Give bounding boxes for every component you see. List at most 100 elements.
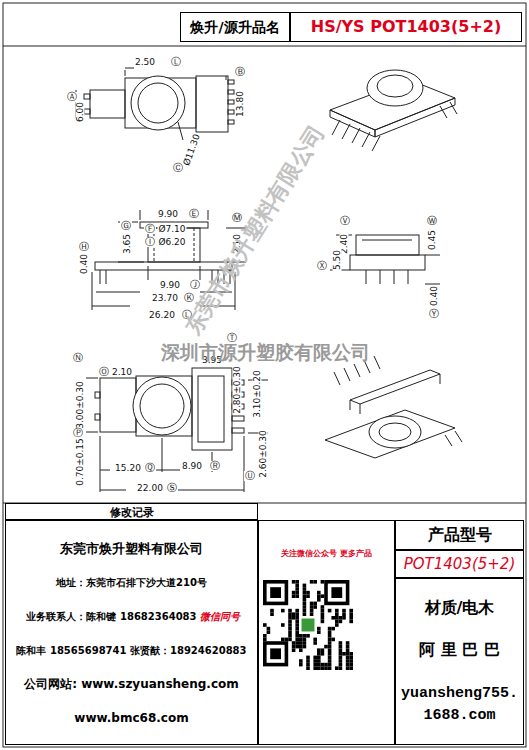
table-cell: 关注微信公众号 更多产品 (258, 520, 395, 745)
callout-letter: Ⓣ (226, 333, 238, 343)
cell-text: 微信同号 (200, 611, 240, 622)
qr-module (346, 645, 350, 649)
qr-module (321, 648, 325, 652)
qr-module (328, 630, 332, 634)
qr-module (321, 666, 325, 670)
qr-module (321, 652, 325, 656)
qr-module (295, 645, 299, 649)
qr-module (349, 666, 353, 670)
qr-module (281, 638, 285, 642)
qr-module (349, 656, 353, 660)
qr-module (288, 609, 292, 613)
frame-line (3, 46, 526, 47)
qr-module (295, 609, 299, 613)
qr-module (339, 666, 343, 670)
qr-module (335, 616, 339, 620)
text-line: HS/YS POT1403(5+2) (311, 17, 502, 38)
callout-letter: Ⓞ (98, 367, 110, 377)
text-line: 修改记录 (110, 501, 154, 522)
qr-module (313, 605, 317, 609)
text-line: POT1403(5+2) (404, 554, 516, 575)
qr-module (292, 616, 296, 620)
dimension-label: Ø11.30 (182, 132, 202, 168)
qr-module (331, 627, 335, 631)
callout-letter: Ⓙ (189, 280, 201, 290)
qr-module (331, 616, 335, 620)
qr-module (263, 634, 267, 638)
qr-module (299, 645, 303, 649)
qr-module (328, 663, 332, 667)
qr-module (313, 659, 317, 663)
text-line: 焕升/源升品名 (190, 17, 279, 38)
table-cell: 材质/电木阿 里 巴 巴yuansheng755. 1688.com (395, 578, 524, 745)
qr-module (281, 609, 285, 613)
table-cell: HS/YS POT1403(5+2) (290, 12, 522, 42)
qr-module (288, 616, 292, 620)
qr-module (339, 663, 343, 667)
qr-module (299, 638, 303, 642)
cell-text: yuansheng755. 1688.com (401, 685, 518, 724)
qr-module (288, 620, 292, 624)
qr-module (270, 612, 274, 616)
qr-module (313, 580, 317, 584)
qr-module (317, 656, 321, 660)
qr-module (313, 663, 317, 667)
qr-module (342, 612, 346, 616)
qr-module (313, 656, 317, 660)
top-view (76, 68, 234, 140)
qr-module (288, 627, 292, 631)
qr-module (328, 584, 346, 602)
qr-module (263, 623, 267, 627)
qr-module (324, 580, 349, 605)
cell-text: 修改记录 (110, 506, 154, 519)
qr-module (288, 638, 292, 642)
qr-module (306, 591, 310, 595)
qr-module (270, 609, 274, 613)
qr-module (299, 641, 303, 645)
qr-module (339, 659, 343, 663)
qr-module (349, 620, 353, 624)
qr-module (339, 652, 343, 656)
qr-module (303, 634, 307, 638)
qr-module (317, 598, 321, 602)
cell-text: 关注微信公众号 更多产品 (281, 549, 372, 558)
text-line: 业务联系人：陈和键 18682364083微信同号 (23, 605, 239, 626)
callout-letter: Ⓛ (170, 57, 182, 67)
dimension-label: 9.90 (159, 281, 181, 290)
qr-module (349, 609, 353, 613)
qr-module (328, 638, 332, 642)
text-line: 东莞市焕升塑料有限公司 (60, 538, 203, 559)
qr-module (302, 619, 315, 632)
watermark: 东莞市焕升塑料有限公司 (181, 121, 329, 340)
qr-module (339, 656, 343, 660)
qr-module (328, 609, 332, 613)
qr-module (292, 591, 296, 595)
qr-module (335, 623, 339, 627)
qr-module (335, 609, 339, 613)
qr-module (346, 666, 350, 670)
qr-module (335, 620, 339, 624)
qr-module (317, 648, 321, 652)
qr-module (339, 616, 343, 620)
qr-module (303, 645, 307, 649)
iso-view-top (330, 70, 457, 151)
qr-module (306, 659, 310, 663)
callout-letter: Ⓘ (144, 237, 156, 247)
qr-module (349, 612, 353, 616)
qr-module (346, 663, 350, 667)
dimension-label: 0.40 (80, 253, 89, 275)
qr-module (339, 648, 343, 652)
cell-text: www.bmc68.com (74, 711, 188, 725)
qr-module (295, 616, 299, 620)
callout-letter: Ⓤ (244, 471, 256, 481)
cell-text: HS/YS POT1403(5+2) (311, 17, 502, 36)
qr-module (303, 612, 307, 616)
table-cell: 修改记录 (5, 503, 258, 520)
qr-module (324, 663, 328, 667)
dimension-label: 6.00 (76, 101, 85, 123)
callout-letter: Ⓗ (78, 242, 90, 252)
qr-module (270, 587, 281, 598)
text-line: www.bmc68.com (74, 707, 188, 728)
qr-module (267, 627, 271, 631)
qr-module (328, 645, 332, 649)
